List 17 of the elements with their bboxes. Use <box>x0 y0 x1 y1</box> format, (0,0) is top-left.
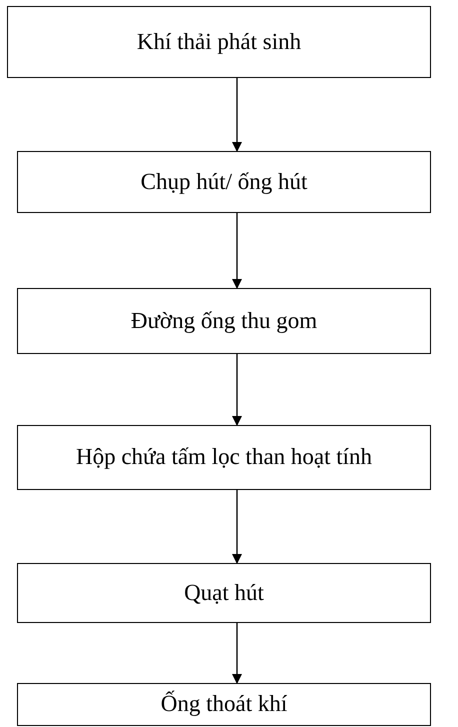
box-label: Hộp chứa tấm lọc than hoạt tính <box>76 443 372 472</box>
box-label: Chụp hút/ ống hút <box>140 168 308 196</box>
arrow <box>232 213 242 289</box>
box-label: Ống thoát khí <box>160 690 288 718</box>
arrow <box>232 623 242 684</box>
process-box <box>7 6 431 78</box>
process-box <box>17 563 431 623</box>
arrow <box>232 78 242 152</box>
process-box <box>17 151 431 213</box>
box-label: Khí thải phát sinh <box>136 28 302 56</box>
box-label: Quạt hút <box>184 578 264 607</box>
process-box <box>17 683 431 726</box>
process-box <box>17 288 431 354</box>
arrow <box>232 354 242 426</box>
arrow <box>232 490 242 564</box>
box-label: Đường ống thu gom <box>130 306 318 335</box>
process-box <box>17 425 431 490</box>
